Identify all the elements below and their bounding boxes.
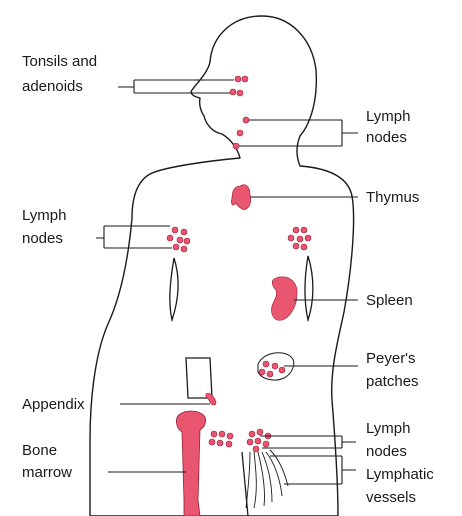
armpit-node-dot <box>293 243 299 249</box>
tonsils-label-line2: adenoids <box>22 78 83 95</box>
armpit-node-dot <box>297 236 303 242</box>
groin-node-dot <box>247 439 253 445</box>
peyers-label-line2: patches <box>366 373 419 390</box>
neck-nodes-label-line1: Lymph <box>366 108 410 125</box>
peyers-dot <box>267 371 273 377</box>
peyers-dot <box>263 361 269 367</box>
groin-node-dot <box>209 439 215 445</box>
armpit-node-dot <box>301 244 307 250</box>
armpit-node-dot <box>288 235 294 241</box>
armpit-node-dot <box>181 246 187 252</box>
groin-nodes-label-line1: Lymph <box>366 420 410 437</box>
groin-node-dot <box>226 441 232 447</box>
appendix-label: Appendix <box>22 396 85 413</box>
groin-node-dot <box>255 438 261 444</box>
groin-node-dot <box>217 440 223 446</box>
spleen-label: Spleen <box>366 292 413 309</box>
neck-node-dot <box>243 117 249 123</box>
hand-outline <box>186 358 212 398</box>
bone-marrow-label-line2: marrow <box>22 464 72 481</box>
peyers-label-line1: Peyer's <box>366 350 416 367</box>
groin-node-dot <box>249 431 255 437</box>
groin-node-dot <box>227 433 233 439</box>
armpit-node-dot <box>177 237 183 243</box>
armpit-node-dot <box>173 244 179 250</box>
groin-nodes-label-line2: nodes <box>366 443 407 460</box>
adenoid-dot <box>230 89 236 95</box>
armpit-nodes-label-line2: nodes <box>22 230 63 247</box>
armpit-node-dot <box>167 235 173 241</box>
groin-node-dot <box>263 441 269 447</box>
groin-node-dot <box>219 431 225 437</box>
peyers-dot <box>272 363 278 369</box>
armpit-node-dot <box>181 229 187 235</box>
neck-nodes-label-line2: nodes <box>366 129 407 146</box>
groin-node-dot <box>253 446 259 452</box>
neck-node-dot <box>233 143 239 149</box>
vessels-label-line2: vessels <box>366 489 416 506</box>
tonsils-label-line1: Tonsils and <box>22 53 97 70</box>
armpit-node-dot <box>184 238 190 244</box>
groin-node-dot <box>257 429 263 435</box>
tonsil-dot <box>235 76 241 82</box>
bone-marrow-label-line1: Bone <box>22 442 57 459</box>
armpit-node-dot <box>172 227 178 233</box>
thymus-label: Thymus <box>366 189 419 206</box>
tonsil-dot <box>242 76 248 82</box>
peyers-dot <box>259 369 265 375</box>
armpit-node-dot <box>293 227 299 233</box>
armpit-node-dot <box>301 227 307 233</box>
peyers-dot <box>279 367 285 373</box>
armpit-nodes-label-line1: Lymph <box>22 207 66 224</box>
groin-node-dot <box>211 431 217 437</box>
adenoid-dot <box>237 90 243 96</box>
armpit-node-dot <box>305 235 311 241</box>
vessels-label-line1: Lymphatic <box>366 466 434 483</box>
neck-node-dot <box>237 130 243 136</box>
